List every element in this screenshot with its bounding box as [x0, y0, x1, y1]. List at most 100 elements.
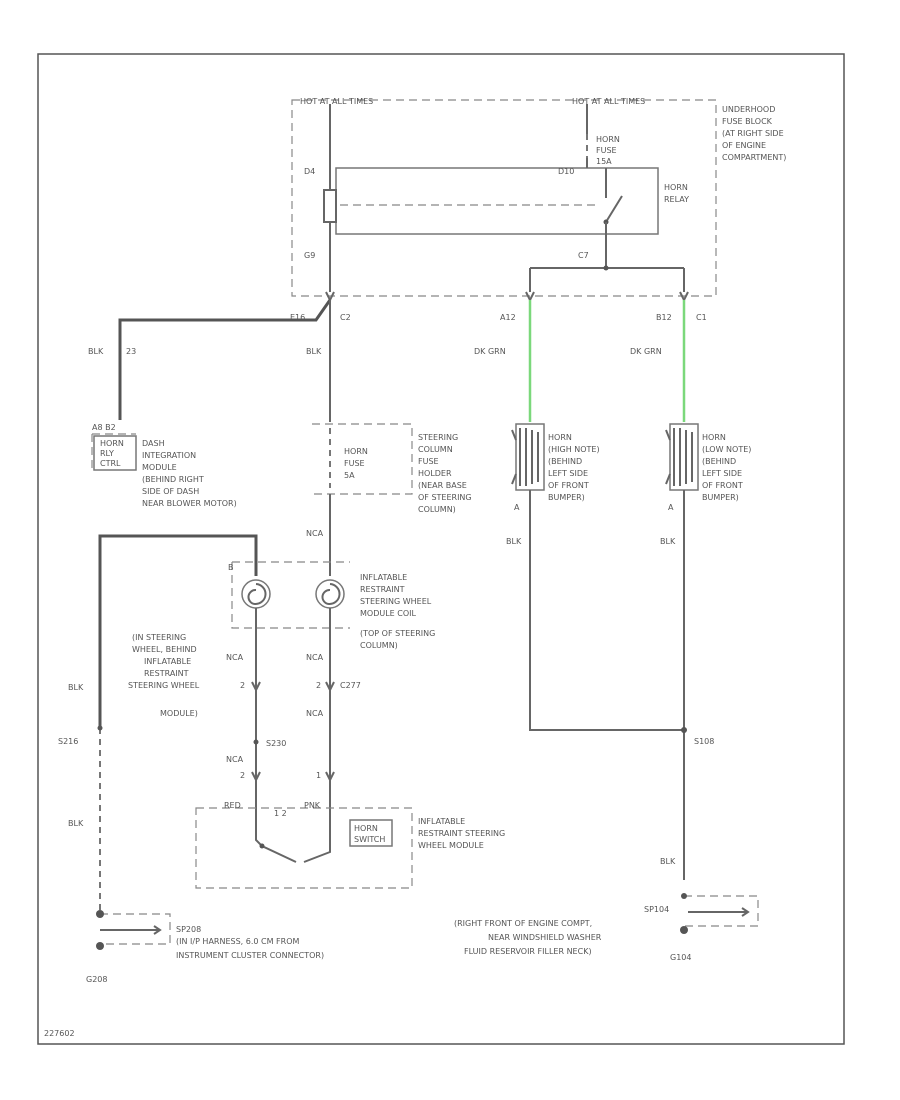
horn-high-pin-bottom: A: [514, 503, 520, 512]
horn-switch-box: [349, 819, 393, 847]
steering-column-label-5: (NEAR BASE: [418, 481, 467, 490]
steering-column-label-6: OF STEERING: [418, 493, 472, 502]
pin-c7: C7: [578, 251, 589, 260]
dim-label-5: SIDE OF DASH: [142, 487, 199, 496]
dim-relay-ctrl-box: [93, 435, 137, 471]
steering-column-label-3: FUSE: [418, 457, 439, 466]
horn-switch-pin-left: RED: [224, 801, 241, 810]
steering-column-label-1: STEERING: [418, 433, 458, 442]
ground-left-arrow-icon: [100, 925, 162, 935]
wire-label-nca-3: NCA: [306, 709, 324, 718]
steering-note-5: STEERING WHEEL: [128, 681, 200, 690]
horn-fuse-5a-label-3: 5A: [344, 471, 355, 480]
steering-note-2: WHEEL, BEHIND: [132, 645, 197, 654]
horn-high-ground-wire: BLK: [506, 537, 522, 546]
coil-label-1: INFLATABLE: [360, 573, 407, 582]
splice-s216-label: S216: [58, 737, 78, 746]
ground-right-note-2: NEAR WINDSHIELD WASHER: [488, 933, 602, 942]
left-wire-blk-2: BLK: [68, 819, 84, 828]
steering-note-3: INFLATABLE: [144, 657, 191, 666]
fuse-block-label-4: OF ENGINE: [722, 141, 766, 150]
steering-note-4: RESTRAINT: [144, 669, 189, 678]
splice-s230-dot: [253, 739, 259, 745]
horn-high-label-6: BUMPER): [548, 493, 585, 502]
ground-left-note-2: INSTRUMENT CLUSTER CONNECTOR): [176, 951, 324, 960]
horn-high-wire: DK GRN: [474, 347, 506, 356]
horn-fuse-5a-label-1: HORN: [344, 447, 368, 456]
horn-switch-label-1: HORN: [354, 824, 378, 833]
coil-label-2: RESTRAINT: [360, 585, 405, 594]
hot-at-all-times-left: HOT AT ALL TIMES: [300, 97, 373, 106]
connector-pin2-mark: [251, 681, 261, 693]
dim-relay-label-1: HORN: [100, 439, 124, 448]
ground-right-arrow-icon: [688, 907, 750, 917]
coil-label-6: COLUMN): [360, 641, 398, 650]
ground-right-note-3: FLUID RESERVOIR FILLER NECK): [464, 947, 592, 956]
steering-column-label-4: HOLDER: [418, 469, 452, 478]
wire-blk-to-dim: [118, 299, 332, 420]
dim-relay-label-3: CTRL: [100, 459, 121, 468]
steering-column-fuse-outline: [312, 423, 413, 495]
connector-pin-2b: 2: [240, 681, 245, 690]
dim-label-3: MODULE: [142, 463, 177, 472]
steering-column-label-7: COLUMN): [418, 505, 456, 514]
splice-s108-label: S108: [694, 737, 714, 746]
junction-dot: [603, 265, 609, 271]
ground-right-splice: SP104: [644, 905, 669, 914]
horn-high-label-5: OF FRONT: [548, 481, 589, 490]
connector-pin1-mark: [325, 771, 335, 783]
diagram-frame: [37, 53, 845, 1045]
horn-switch-contact: [259, 843, 265, 849]
ground-right-note-1: (RIGHT FRONT OF ENGINE COMPT,: [454, 919, 592, 928]
wire-blk-left-top: [98, 534, 258, 728]
pin-g9: G9: [304, 251, 315, 260]
ground-left-bottom-dot: [96, 942, 104, 950]
horn-low-label-6: BUMPER): [702, 493, 739, 502]
horn-switch-module-2: RESTRAINT STEERING: [418, 829, 505, 838]
horn-low-pin-top: B12: [656, 313, 672, 322]
horn-high-label-2: (HIGH NOTE): [548, 445, 600, 454]
dim-wire-blk: BLK: [88, 347, 104, 356]
underhood-fuse-block-outline: [291, 99, 717, 297]
hot-at-all-times-right: HOT AT ALL TIMES: [572, 97, 645, 106]
horn-low-label-4: LEFT SIDE: [702, 469, 742, 478]
ground-left-top-dot: [96, 910, 104, 918]
ground-left-outline: [100, 913, 171, 945]
horn-fuse-15a-label-3: 15A: [596, 157, 612, 166]
ground-left-note-1: (IN I/P HARNESS, 6.0 CM FROM: [176, 937, 300, 946]
horn-low-label-5: OF FRONT: [702, 481, 743, 490]
wire-horn-high-ground: [529, 490, 684, 731]
connector-c277-label: C277: [340, 681, 361, 690]
horn-fuse-15a-label-1: HORN: [596, 135, 620, 144]
coil-label-3: STEERING WHEEL: [360, 597, 432, 606]
horn-low-icon: [665, 423, 699, 491]
fuse-block-label-1: UNDERHOOD: [722, 105, 775, 114]
coil-pin-b: B: [228, 563, 234, 572]
dim-label-2: INTEGRATION: [142, 451, 196, 460]
dim-wire-pin: 23: [126, 347, 136, 356]
horn-switch-label-2: SWITCH: [354, 835, 385, 844]
horn-switch-icon: [255, 812, 331, 863]
pin-d10: D10: [558, 167, 574, 176]
connector-c277-pin: 2: [316, 681, 321, 690]
ground-left-ground: G208: [86, 975, 107, 984]
steering-note-6: MODULE): [160, 709, 198, 718]
connector-pin-1: 1: [316, 771, 321, 780]
fuse-block-label-3: (AT RIGHT SIDE: [722, 129, 784, 138]
wire-label-nca-5: NCA: [226, 755, 244, 764]
steering-note-1: (IN STEERING: [132, 633, 186, 642]
horn-low-pin-bottom: A: [668, 503, 674, 512]
pin-d4: D4: [304, 167, 315, 176]
fuse-block-label-2: FUSE BLOCK: [722, 117, 773, 126]
ground-left-splice: SP208: [176, 925, 201, 934]
wire-label-nca-1: NCA: [306, 529, 324, 538]
splice-s108-dot: [681, 727, 687, 733]
dim-pins: A8 B2: [92, 423, 116, 432]
center-wire-blk: BLK: [306, 347, 322, 356]
relay-coil-icon: [323, 172, 337, 236]
splice-s216-dot: [97, 725, 103, 731]
horn-high-label-4: LEFT SIDE: [548, 469, 588, 478]
coil-label-5: (TOP OF STEERING: [360, 629, 435, 638]
horn-high-label-1: HORN: [548, 433, 572, 442]
fuse-block-label-5: COMPARTMENT): [722, 153, 786, 162]
